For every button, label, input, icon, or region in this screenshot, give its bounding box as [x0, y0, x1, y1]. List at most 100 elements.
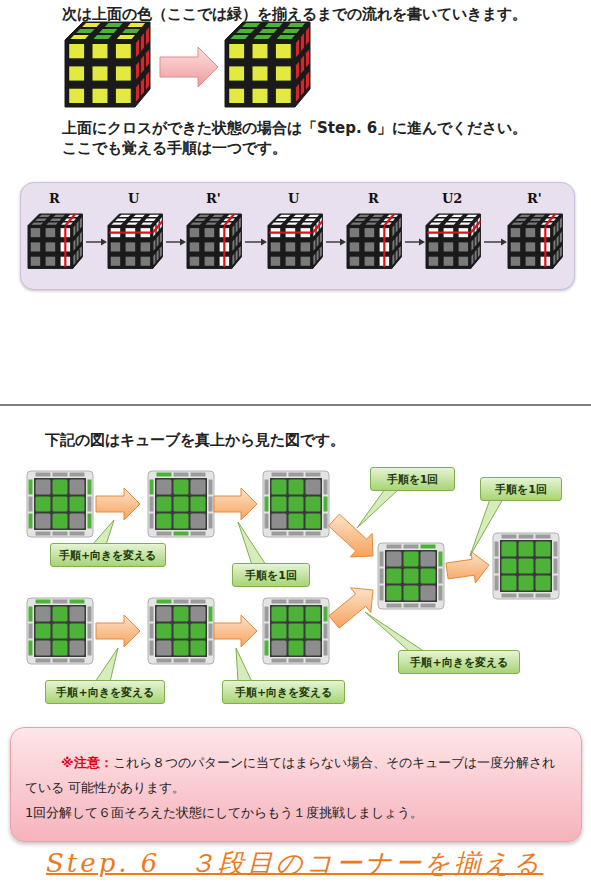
side-sticker — [36, 600, 51, 604]
callout-tail — [236, 648, 252, 682]
side-sticker — [191, 659, 206, 663]
side-sticker — [88, 607, 92, 622]
side-sticker — [289, 532, 304, 536]
side-sticker — [36, 532, 51, 536]
cube-sticker — [429, 222, 441, 224]
note-paragraph: ※注意：これら８つのパターンに当てはまらない場合、そのキューブは一度分解されてい… — [25, 750, 567, 825]
cube-sticker — [313, 239, 315, 251]
side-sticker — [53, 473, 68, 477]
cube-sticker — [396, 250, 398, 262]
side-sticker — [272, 659, 287, 663]
side-sticker — [554, 576, 558, 591]
cube-sticker — [141, 78, 144, 96]
step-arrow-head — [261, 239, 267, 246]
side-sticker — [209, 514, 213, 529]
top-sticker — [36, 641, 51, 656]
cube-face — [65, 40, 135, 107]
callout-box: 手順を1回 — [480, 477, 562, 501]
top-sticker — [36, 514, 51, 529]
top-sticker — [289, 497, 304, 512]
cube-sticker — [229, 89, 244, 103]
move-label: U2 — [442, 191, 462, 206]
cube-sticker — [77, 250, 79, 262]
side-sticker — [324, 480, 328, 495]
cube-sticker — [130, 219, 142, 222]
cube-sticker — [239, 232, 241, 244]
side-sticker — [150, 624, 154, 639]
side-sticker — [209, 480, 213, 495]
grid-base — [270, 478, 322, 530]
cube-sticker — [317, 235, 319, 247]
cube-sticker — [350, 228, 360, 237]
side-sticker — [88, 480, 92, 495]
cube-sticker — [209, 219, 221, 222]
top-sticker — [157, 624, 172, 639]
cube-sticker — [239, 217, 241, 229]
top-sticker — [70, 497, 85, 512]
side-sticker — [174, 659, 189, 663]
step-arrow-line — [484, 241, 503, 242]
side-sticker — [380, 586, 384, 601]
cube-sticker — [35, 219, 47, 222]
cube-sticker — [451, 215, 463, 217]
grid-base — [500, 540, 552, 592]
side-sticker — [495, 542, 499, 557]
side-sticker — [439, 569, 443, 584]
cube-sticker — [194, 219, 206, 222]
grid-frame — [27, 471, 93, 537]
callout-box: 手順+向きを変える — [398, 650, 520, 674]
cube-sticker — [232, 254, 234, 266]
cube-face — [471, 214, 481, 268]
top-sticker — [289, 607, 304, 622]
side-sticker — [404, 604, 419, 608]
top-sticker — [536, 559, 551, 574]
callout-text: 手順+向きを変える — [59, 548, 156, 563]
cube-sticker — [80, 246, 82, 258]
side-sticker — [324, 624, 328, 639]
cube-sticker — [369, 219, 381, 222]
cube-sticker — [133, 215, 145, 217]
cube-sticker — [290, 219, 302, 222]
cube-sticker — [526, 242, 536, 251]
cube-sticker — [526, 228, 536, 237]
cube-sticker — [141, 222, 153, 224]
top-sticker — [53, 497, 68, 512]
cube-sticker — [145, 219, 157, 222]
cube-sticker — [46, 242, 56, 251]
move-label: R' — [527, 191, 542, 206]
top-sticker — [519, 576, 534, 591]
side-sticker — [495, 576, 499, 591]
cube-sticker — [117, 35, 135, 39]
top-sticker — [502, 542, 517, 557]
cube-sticker — [126, 242, 136, 251]
top-sticker — [70, 514, 85, 529]
cube-face — [28, 226, 73, 269]
cube-sticker — [459, 257, 469, 266]
side-sticker — [53, 600, 68, 604]
cube-sticker — [105, 23, 123, 27]
side-sticker — [70, 532, 85, 536]
grid-base — [155, 605, 207, 657]
side-sticker — [536, 535, 551, 539]
cube-sticker — [94, 35, 112, 39]
side-sticker — [554, 559, 558, 574]
cube-sticker — [478, 246, 480, 258]
cube-sticker — [153, 239, 155, 251]
cube-sticker — [253, 89, 268, 103]
side-sticker — [88, 514, 92, 529]
cube-sticker — [119, 215, 131, 217]
side-sticker — [209, 497, 213, 512]
cube-sticker — [399, 232, 401, 244]
top-sticker — [289, 641, 304, 656]
cube-sticker — [253, 44, 268, 58]
cube-sticker — [560, 217, 562, 229]
grid-base — [155, 478, 207, 530]
step-arrow-head — [101, 239, 107, 246]
cube-sticker — [160, 246, 162, 258]
cube-sticker — [31, 257, 41, 266]
top-sticker — [53, 514, 68, 529]
top-sticker — [157, 497, 172, 512]
top-sticker — [70, 624, 85, 639]
cube-sticker — [358, 215, 370, 217]
section-divider — [0, 404, 591, 406]
